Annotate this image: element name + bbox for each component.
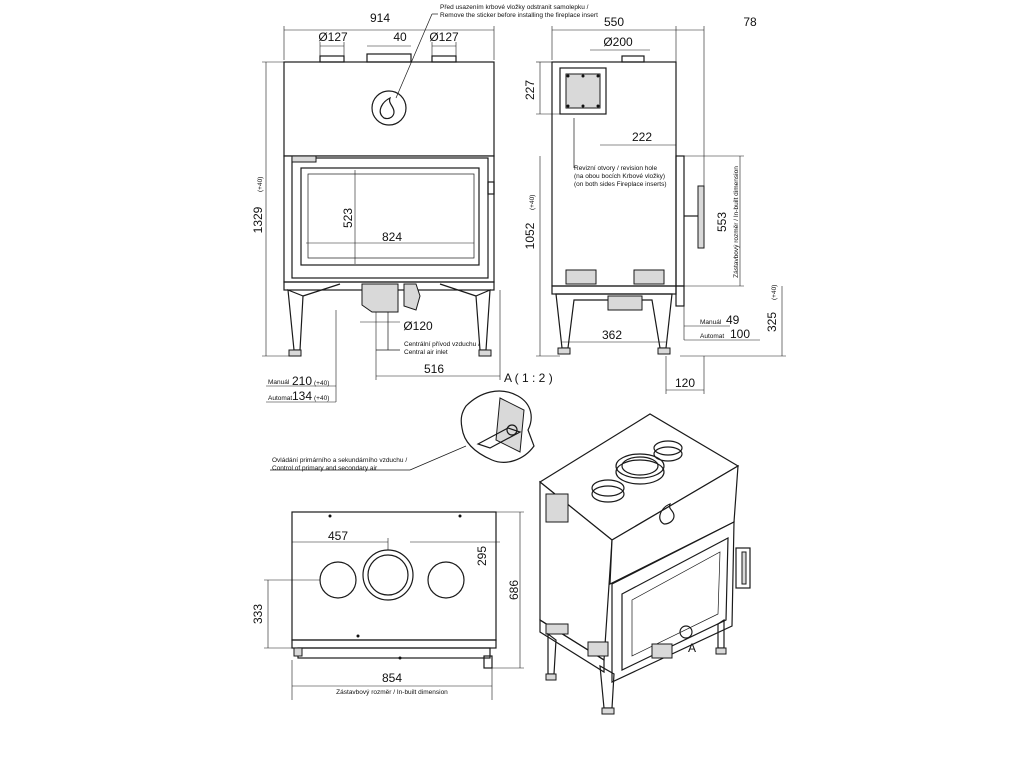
flue-spacing-label: 40	[393, 30, 407, 44]
glass-height-label: 523	[341, 208, 355, 228]
front-height-tol: (+40)	[257, 177, 264, 192]
right-flue-label: Ø127	[429, 30, 459, 44]
left-flue-label: Ø127	[318, 30, 348, 44]
side-depth-label: 550	[604, 15, 624, 29]
front-width-label: 914	[370, 11, 390, 25]
bottom-offset-label: 120	[675, 376, 695, 390]
side-automat-value: 100	[730, 327, 750, 341]
inlet-offset-label: 516	[424, 362, 444, 376]
revision-cz-1: Revizní otvory / revision hole	[574, 165, 657, 172]
side-view	[536, 26, 786, 394]
leg-spacing-label: 362	[602, 328, 622, 342]
leg-height-label: 325	[765, 312, 779, 332]
revision-cz-2: (na obou bocích Krbové vložky)	[574, 173, 665, 180]
revision-offset-label: 222	[632, 130, 652, 144]
iso-flame-logo-icon	[659, 502, 675, 525]
front-height-label: 1329	[251, 206, 265, 233]
inbuilt-height-label: 553	[715, 212, 729, 232]
side-manual-value: 49	[726, 313, 740, 327]
side-height-label: 1052	[523, 222, 537, 249]
front-automat-value: 134	[292, 389, 312, 403]
iso-callout-a: A	[688, 641, 696, 655]
top-inbuilt-label: Zástavbový rozměr / In-built dimension	[336, 689, 448, 696]
front-offset-label: 333	[251, 604, 265, 624]
top-view	[264, 511, 524, 700]
handle-depth-label: 78	[743, 15, 757, 29]
side-automat-label: Automat	[700, 333, 724, 340]
side-manual-label: Manuál	[700, 319, 722, 326]
top-width-label: 854	[382, 671, 402, 685]
detail-a	[270, 390, 535, 471]
revision-en: (on both sides Fireplace inserts)	[574, 181, 667, 188]
front-view	[262, 13, 501, 403]
front-manual-value: 210	[292, 374, 312, 388]
total-depth-label: 686	[507, 580, 521, 600]
front-automat-label: Automat	[268, 395, 292, 402]
detail-a-title: A ( 1 : 2 )	[504, 371, 553, 385]
isometric-view	[538, 413, 751, 715]
sticker-note-en: Remove the sticker before installing the…	[440, 12, 598, 19]
top-offset-label: 457	[328, 529, 348, 543]
sticker-note-cz: Před usazením krbové vložky odstranit sa…	[440, 4, 589, 11]
central-air-cz: Centrální přívod vzduchu /	[404, 341, 480, 348]
control-note-en: Control of primary and secondary air	[272, 465, 378, 472]
front-manual-tol: (+40)	[314, 380, 329, 387]
revision-height-label: 227	[523, 80, 537, 100]
top-flue-label: Ø200	[603, 35, 633, 49]
control-note-cz: Ovládání primárního a sekundárního vzduc…	[272, 457, 407, 464]
front-automat-tol: (+40)	[314, 395, 329, 402]
inbuilt-side-note: Zástavbový rozměr / In-built dimension	[733, 166, 740, 278]
flame-logo-icon	[379, 96, 395, 120]
inlet-diameter-label: Ø120	[403, 319, 433, 333]
side-height-tol: (+40)	[529, 195, 536, 210]
glass-width-label: 824	[382, 230, 402, 244]
center-depth-label: 295	[475, 546, 489, 566]
central-air-en: Central air inlet	[404, 349, 448, 356]
front-manual-label: Manuál	[268, 379, 290, 386]
leg-height-tol: (+40)	[771, 285, 778, 300]
